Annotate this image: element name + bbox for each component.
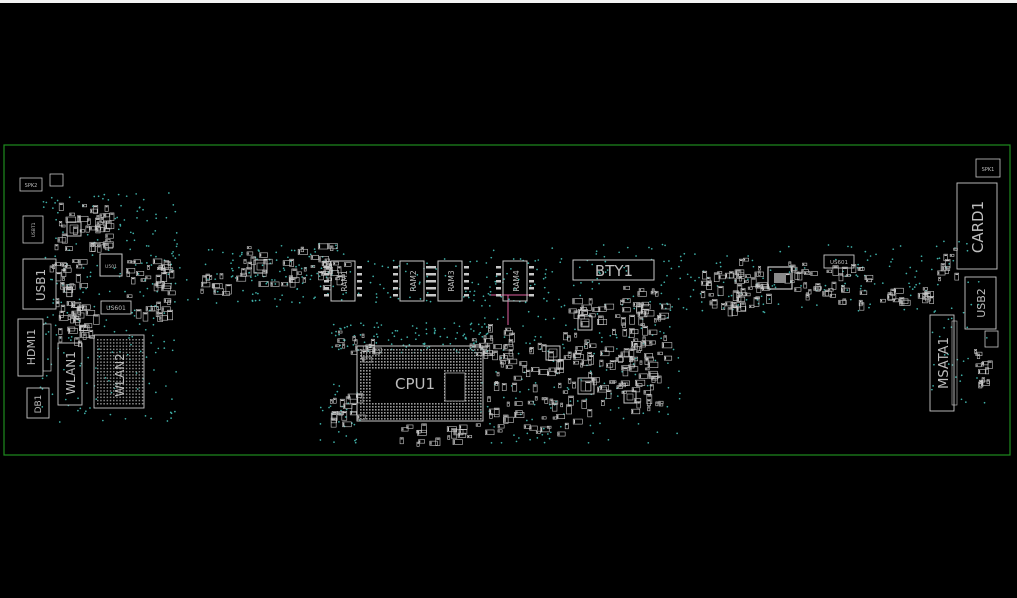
component-spk1[interactable]: SPK1 bbox=[975, 158, 1001, 178]
component-db1[interactable]: DB1 bbox=[26, 387, 50, 419]
pink-traces bbox=[490, 294, 530, 325]
label-hdmi1: HDMI1 bbox=[25, 329, 38, 365]
component-us601-right[interactable]: US601 bbox=[823, 254, 855, 269]
component-ram2[interactable]: RAM2 bbox=[393, 260, 431, 302]
component-usb1[interactable]: USB1 bbox=[22, 258, 57, 310]
smd-components bbox=[49, 202, 993, 447]
component-cpu1[interactable]: CPU1 bbox=[356, 345, 484, 422]
label-wlan2: WLAN2 bbox=[113, 353, 127, 397]
component-small-right[interactable] bbox=[984, 330, 999, 348]
component-usbt1[interactable]: USBT1 bbox=[22, 215, 44, 244]
component-wlan2[interactable]: WLAN2 bbox=[93, 334, 145, 409]
component-msata1[interactable]: MSATA1 bbox=[929, 314, 958, 412]
component-square-small[interactable] bbox=[49, 173, 64, 187]
component-wlan1[interactable]: WLAN1 bbox=[57, 342, 83, 406]
label-ram3: RAM3 bbox=[447, 270, 456, 292]
label-usb1: USB1 bbox=[34, 269, 48, 301]
label-bty1: BTY1 bbox=[595, 262, 633, 280]
via-dots bbox=[39, 192, 988, 444]
label-card1: CARD1 bbox=[969, 201, 987, 253]
component-ram1[interactable]: RAM1 bbox=[324, 260, 362, 302]
label-usbt1: USBT1 bbox=[31, 222, 37, 237]
label-db1: DB1 bbox=[34, 395, 44, 414]
component-ram3[interactable]: RAM3 bbox=[431, 260, 469, 302]
component-hdmi1[interactable]: HDMI1 bbox=[17, 318, 52, 377]
component-u501[interactable]: U501 bbox=[99, 253, 123, 277]
label-spk1: SPK1 bbox=[982, 167, 995, 173]
label-us601-left: US601 bbox=[106, 305, 126, 312]
label-us601-right: US601 bbox=[830, 260, 848, 266]
label-wlan1: WLAN1 bbox=[64, 351, 78, 395]
component-usb2[interactable]: USB2 bbox=[964, 276, 997, 330]
component-bty1[interactable]: BTY1 bbox=[572, 259, 655, 281]
label-u501: U501 bbox=[105, 264, 117, 270]
label-cpu1: CPU1 bbox=[395, 375, 435, 393]
board-outline bbox=[3, 144, 1011, 456]
label-msata1: MSATA1 bbox=[937, 337, 952, 389]
component-spk2[interactable]: SPK2 bbox=[19, 177, 43, 192]
component-ic-right[interactable] bbox=[767, 266, 793, 290]
label-spk2: SPK2 bbox=[25, 183, 38, 189]
label-ram1: RAM1 bbox=[340, 270, 349, 292]
component-ram4[interactable]: RAM4 bbox=[496, 260, 534, 302]
label-usb2: USB2 bbox=[975, 288, 988, 318]
component-us601-left[interactable]: US601 bbox=[100, 300, 132, 315]
ic-right-core bbox=[774, 273, 786, 283]
pcb-layout-drawing[interactable]: SPK2 USBT1 USB1 HDMI1 WLAN1 WLAN2 U501 U… bbox=[0, 3, 1017, 598]
viewer-top-strip bbox=[0, 0, 1017, 3]
label-ram2: RAM2 bbox=[409, 270, 418, 292]
board-viewer-canvas[interactable]: SPK2 USBT1 USB1 HDMI1 WLAN1 WLAN2 U501 U… bbox=[0, 3, 1017, 598]
label-ram4: RAM4 bbox=[512, 270, 521, 292]
component-card1[interactable]: CARD1 bbox=[956, 182, 998, 270]
